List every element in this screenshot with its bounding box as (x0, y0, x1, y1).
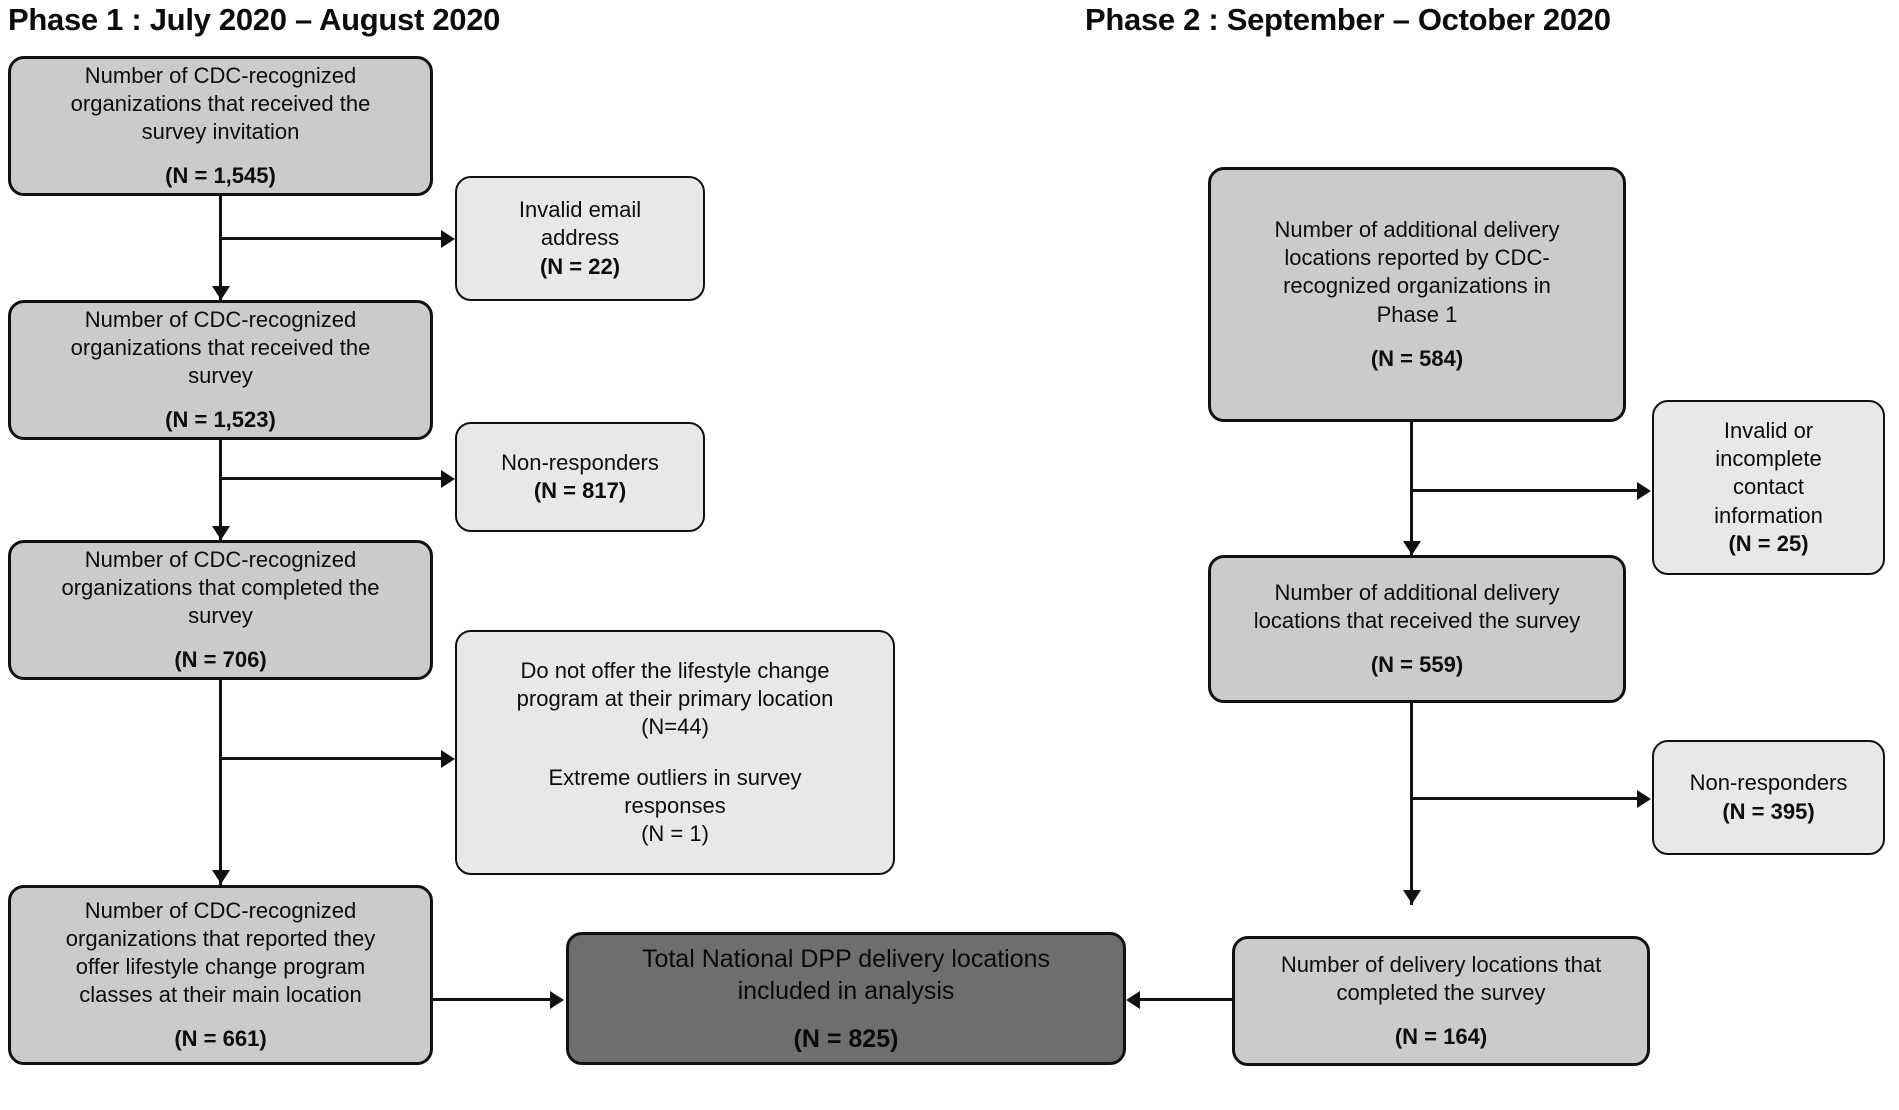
node-line: survey (188, 363, 253, 388)
node-phase2-additional: Number of additional delivery locations … (1208, 167, 1626, 422)
node-phase2-nonresponders: Non-responders (N = 395) (1652, 740, 1885, 855)
node-line: locations that received the survey (1253, 607, 1581, 633)
node-phase1-received: Number of CDC-recognized organizations t… (8, 300, 433, 440)
node-line: Number of additional delivery (1274, 217, 1560, 243)
arrowhead-right (441, 470, 455, 488)
connector-vertical (219, 440, 222, 540)
node-line: Number of CDC-recognized (84, 306, 357, 332)
node-line: organizations that completed the (61, 574, 380, 600)
node-line: included in analysis (737, 976, 955, 1005)
node-phase2-received: Number of additional delivery locations … (1208, 555, 1626, 703)
connector-horizontal (1410, 489, 1640, 492)
node-line: organizations that reported they (65, 925, 376, 951)
node-count: (N = 25) (1728, 530, 1809, 556)
phase-2-title: Phase 2 : September – October 2020 (1085, 2, 1611, 37)
node-line: offer lifestyle change program (75, 953, 366, 979)
node-line: Extreme outliers in survey (548, 764, 802, 790)
node-count: (N = 1,523) (165, 407, 276, 433)
node-line: Invalid email (518, 197, 642, 223)
node-count: (N=44) (641, 714, 709, 740)
node-line: Number of CDC-recognized (84, 897, 357, 923)
node-line: completed the survey (1336, 979, 1546, 1005)
arrowhead-left (1126, 991, 1140, 1009)
node-phase2-invalid-contact: Invalid or incomplete contact informatio… (1652, 400, 1885, 575)
node-count: (N = 1,545) (165, 163, 276, 189)
node-line: Number of delivery locations that (1280, 951, 1602, 977)
phase-1-title: Phase 1 : July 2020 – August 2020 (8, 2, 501, 37)
connector-horizontal (1140, 998, 1235, 1001)
node-phase1-nonresponders: Non-responders (N = 817) (455, 422, 705, 532)
node-count: (N = 817) (533, 478, 627, 503)
connector-vertical (219, 680, 222, 885)
node-count: (N = 825) (793, 1024, 899, 1053)
connector-horizontal (219, 477, 444, 480)
connector-horizontal (219, 237, 444, 240)
node-line: Number of additional delivery (1274, 579, 1560, 605)
node-line: locations reported by CDC- (1284, 245, 1550, 271)
arrowhead-right (1637, 790, 1651, 808)
node-line: Do not offer the lifestyle change (520, 658, 830, 684)
node-count: (N = 584) (1370, 345, 1464, 371)
arrowhead-right (441, 750, 455, 768)
node-count: (N = 559) (1370, 652, 1464, 678)
arrowhead-down (212, 526, 230, 540)
node-phase1-completed: Number of CDC-recognized organizations t… (8, 540, 433, 680)
connector-vertical (219, 196, 222, 300)
connector-horizontal (219, 757, 444, 760)
node-line: program at their primary location (516, 686, 834, 712)
node-line: recognized organizations in (1283, 273, 1551, 299)
node-line: Number of CDC-recognized (84, 546, 357, 572)
node-phase1-final: Number of CDC-recognized organizations t… (8, 885, 433, 1065)
connector-horizontal (1410, 797, 1640, 800)
arrowhead-down (212, 870, 230, 884)
node-count: (N = 22) (539, 253, 621, 279)
node-line: survey invitation (141, 119, 300, 144)
arrowhead-down (1403, 890, 1421, 904)
node-count: (N = 1) (641, 820, 709, 846)
node-line: Non-responders (501, 449, 659, 475)
node-phase2-completed: Number of delivery locations that comple… (1232, 936, 1650, 1066)
node-line: Invalid or (1723, 418, 1814, 444)
arrowhead-right (1637, 482, 1651, 500)
arrowhead-down (1403, 541, 1421, 555)
node-phase1-invited: Number of CDC-recognized organizations t… (8, 56, 433, 196)
node-line: contact (1733, 474, 1804, 500)
connector-horizontal (433, 998, 553, 1001)
node-line: organizations that received the (70, 334, 371, 360)
node-line: Phase 1 (1376, 301, 1458, 327)
arrowhead-right (550, 991, 564, 1009)
connector-vertical (1410, 703, 1413, 905)
node-line: Non-responders (1689, 770, 1848, 796)
node-line: responses (624, 792, 726, 818)
node-count: (N = 395) (1722, 798, 1815, 824)
arrowhead-down (212, 286, 230, 300)
node-phase1-exclusions: Do not offer the lifestyle change progra… (455, 630, 895, 875)
node-phase1-invalid-email: Invalid email address (N = 22) (455, 176, 705, 301)
arrowhead-right (441, 230, 455, 248)
node-line: incomplete (1715, 446, 1822, 472)
node-count: (N = 706) (174, 647, 267, 673)
node-count: (N = 164) (1394, 1024, 1488, 1050)
node-line: organizations that received the (70, 90, 371, 116)
node-line: Number of CDC-recognized (84, 62, 357, 88)
node-line: address (540, 225, 620, 251)
node-line: classes at their main location (79, 982, 362, 1008)
node-line: survey (188, 603, 253, 628)
connector-vertical (1410, 422, 1413, 555)
node-line: information (1714, 502, 1823, 528)
node-total: Total National DPP delivery locations in… (566, 932, 1126, 1065)
node-count: (N = 661) (174, 1026, 267, 1052)
node-line: Total National DPP delivery locations (641, 944, 1051, 973)
